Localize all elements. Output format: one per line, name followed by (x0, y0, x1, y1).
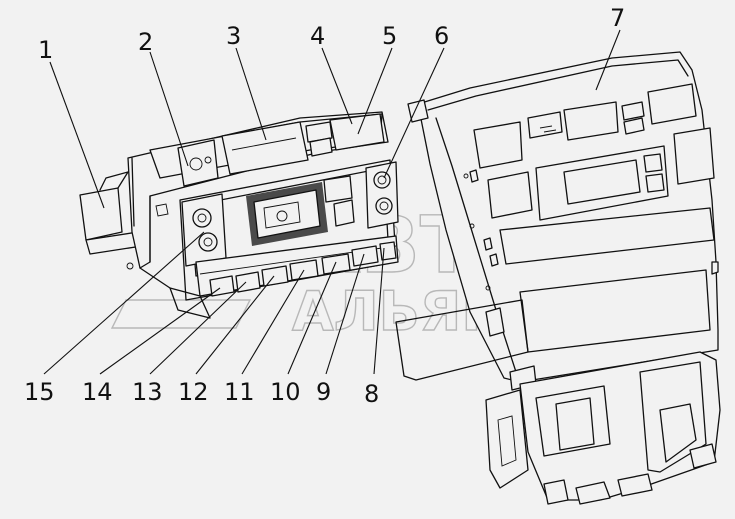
leader-6 (383, 47, 445, 179)
callout-2: 2 (138, 28, 153, 56)
callout-8: 8 (364, 380, 379, 408)
callout-6: 6 (434, 22, 449, 50)
leader-4 (321, 47, 353, 125)
leader-10 (287, 261, 337, 375)
callout-9: 9 (316, 378, 331, 406)
callout-11: 11 (224, 378, 255, 406)
callout-labels: 1 2 3 4 5 6 7 8 9 10 11 12 13 14 15 (24, 4, 625, 408)
radio-climate-unit (79, 111, 399, 319)
callout-15: 15 (24, 378, 55, 406)
leader-15 (43, 231, 205, 375)
leader-3 (235, 47, 267, 141)
callout-10: 10 (270, 378, 301, 406)
callout-3: 3 (226, 22, 241, 50)
leader-11 (241, 269, 305, 375)
leader-5 (357, 47, 393, 135)
leader-9 (325, 253, 365, 375)
center-console-trim (395, 51, 721, 505)
callout-5: 5 (382, 22, 397, 50)
leader-8 (373, 247, 385, 375)
callout-7: 7 (610, 4, 625, 32)
callout-14: 14 (82, 378, 113, 406)
callout-1: 1 (38, 36, 53, 64)
leader-lines (43, 29, 621, 375)
leader-13 (149, 281, 247, 375)
leader-7 (595, 29, 621, 91)
leader-2 (149, 51, 189, 167)
callout-4: 4 (310, 22, 325, 50)
leader-1 (49, 61, 105, 209)
leader-12 (195, 275, 275, 375)
callout-12: 12 (178, 378, 209, 406)
callout-13: 13 (132, 378, 163, 406)
leader-14 (99, 287, 221, 375)
watermark-logo (110, 299, 252, 329)
